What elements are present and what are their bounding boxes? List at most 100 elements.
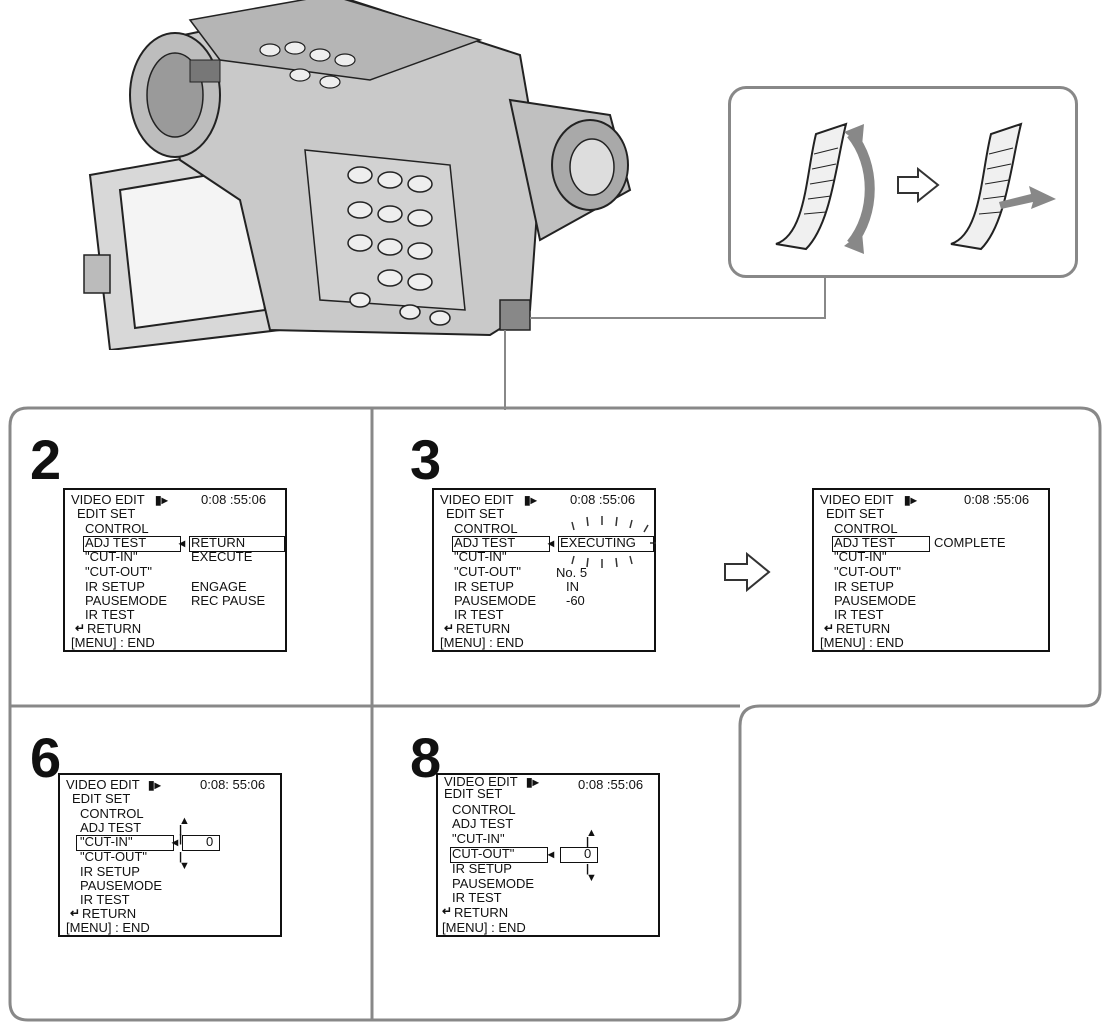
- menu-screen-step-2: VIDEO EDIT ▮▸ 0:08 :55:06 EDIT SET CONTR…: [63, 488, 287, 652]
- selected-item-highlight: [832, 536, 930, 552]
- screen-time: 0:08 :55:06: [578, 777, 644, 792]
- menu-item: IR SETUP: [85, 579, 145, 594]
- screen-title: VIDEO EDIT: [66, 777, 140, 792]
- pointer-arrow-icon: ◂: [179, 536, 186, 550]
- menu-item: IR SETUP: [454, 579, 514, 594]
- side-option: REC PAUSE: [191, 593, 266, 608]
- next-arrow-icon: [897, 167, 940, 203]
- tape-icon: ▮▸: [155, 493, 168, 507]
- camcorder-icon: [83, 0, 632, 350]
- screen-title: VIDEO EDIT: [444, 774, 518, 789]
- screen-footer: [MENU] : END: [71, 635, 155, 650]
- menu-item: IR SETUP: [834, 579, 894, 594]
- side-option: ENGAGE: [191, 579, 247, 594]
- value-display: 0: [584, 846, 592, 861]
- jog-dial-callout: [728, 86, 1078, 278]
- screen-footer: [MENU] : END: [820, 635, 904, 650]
- return-arrow-icon: ↵: [75, 621, 86, 635]
- callout-lines: [504, 275, 826, 410]
- screen-footer: [MENU] : END: [440, 635, 524, 650]
- menu-item: IR TEST: [85, 607, 135, 622]
- menu-screen-complete: VIDEO EDIT ▮▸ 0:08 :55:06 EDIT SET CONTR…: [812, 488, 1050, 652]
- menu-item: PAUSEMODE: [80, 878, 163, 893]
- return-arrow-icon: ↵: [442, 904, 453, 918]
- step-number: 6: [30, 726, 62, 789]
- menu-item: CONTROL: [452, 802, 516, 817]
- return-arrow-icon: ↵: [444, 621, 455, 635]
- camcorder-illustration: [83, 0, 632, 350]
- option-highlight: [189, 536, 285, 552]
- option-highlight: [558, 536, 654, 552]
- menu-item: IR TEST: [454, 607, 504, 622]
- menu-item: PAUSEMODE: [452, 876, 535, 891]
- up-down-arrow-icon: ▲|||▼: [179, 815, 190, 872]
- menu-item: ADJ TEST: [452, 816, 514, 831]
- menu-item: CONTROL: [80, 806, 144, 821]
- up-down-arrow-icon: ▲||▼: [586, 827, 597, 884]
- menu-item: EDIT SET: [72, 791, 131, 806]
- side-option: IN: [566, 579, 579, 594]
- menu-item: "CUT-IN": [834, 549, 887, 564]
- menu-item: PAUSEMODE: [85, 593, 168, 608]
- menu-item: CONTROL: [85, 521, 149, 536]
- menu-screen-step-6: VIDEO EDIT ▮▸ 0:08: 55:06 EDIT SET CONTR…: [58, 773, 282, 937]
- menu-screen-step-3: VIDEO EDIT ▮▸ 0:08 :55:06 EDIT SET CONTR…: [432, 488, 656, 652]
- menu-item: ADJ TEST: [80, 820, 142, 835]
- menu-item: "CUT-IN": [452, 831, 505, 846]
- jog-dial-press-icon: [950, 122, 1056, 251]
- step-number: 8: [410, 726, 442, 789]
- menu-item: CONTROL: [454, 521, 518, 536]
- pointer-arrow-icon: ◂: [548, 847, 555, 861]
- screen-time: 0:08: 55:06: [200, 777, 266, 792]
- menu-item: EDIT SET: [826, 506, 885, 521]
- menu-item: RETURN: [454, 905, 509, 920]
- side-option: No. 5: [556, 565, 588, 580]
- step-number: 3: [410, 428, 442, 491]
- selected-item-highlight: [450, 847, 548, 863]
- menu-item: RETURN: [836, 621, 891, 636]
- menu-item: EDIT SET: [444, 786, 503, 801]
- menu-item: RETURN: [87, 621, 142, 636]
- screen-title: VIDEO EDIT: [440, 492, 514, 507]
- selected-item-highlight: [83, 536, 181, 552]
- menu-item: IR TEST: [834, 607, 884, 622]
- menu-item: RETURN: [82, 906, 137, 921]
- menu-item: PAUSEMODE: [834, 593, 917, 608]
- tape-icon: ▮▸: [524, 493, 537, 507]
- menu-item: IR TEST: [80, 892, 130, 907]
- screen-title: VIDEO EDIT: [71, 492, 145, 507]
- screen-time: 0:08 :55:06: [201, 492, 267, 507]
- menu-item: EDIT SET: [77, 506, 136, 521]
- menu-item: IR SETUP: [80, 864, 140, 879]
- screen-footer: [MENU] : END: [66, 920, 150, 935]
- value-box: [182, 835, 220, 851]
- tape-icon: ▮▸: [904, 493, 917, 507]
- menu-item: "CUT-IN": [454, 549, 507, 564]
- pointer-arrow-icon: ◂: [172, 835, 179, 849]
- menu-item: CONTROL: [834, 521, 898, 536]
- menu-item: "CUT-OUT": [454, 564, 521, 579]
- menu-item: EDIT SET: [446, 506, 505, 521]
- menu-item: ADJ TEST: [834, 535, 896, 550]
- menu-item: CUT-OUT": [452, 846, 515, 861]
- complete-status: COMPLETE: [934, 535, 1006, 550]
- menu-item: ADJ TEST: [85, 535, 147, 550]
- jog-dial-turn-icon: [775, 122, 875, 254]
- side-option: RETURN: [191, 535, 246, 550]
- tape-icon: ▮▸: [526, 775, 539, 789]
- side-option: EXECUTE: [191, 549, 253, 564]
- executing-status: EXECUTING: [560, 535, 636, 550]
- menu-item: "CUT-OUT": [834, 564, 901, 579]
- tape-icon: ▮▸: [148, 778, 161, 792]
- return-arrow-icon: ↵: [70, 906, 81, 920]
- screen-time: 0:08 :55:06: [570, 492, 636, 507]
- menu-item: IR SETUP: [452, 861, 512, 876]
- return-arrow-icon: ↵: [824, 621, 835, 635]
- menu-item: "CUT-OUT": [80, 849, 147, 864]
- value-box: [560, 847, 598, 863]
- menu-item: "CUT-IN": [80, 834, 133, 849]
- menu-item: ADJ TEST: [454, 535, 516, 550]
- value-display: 0: [206, 834, 214, 849]
- next-arrow-icon: [724, 552, 771, 592]
